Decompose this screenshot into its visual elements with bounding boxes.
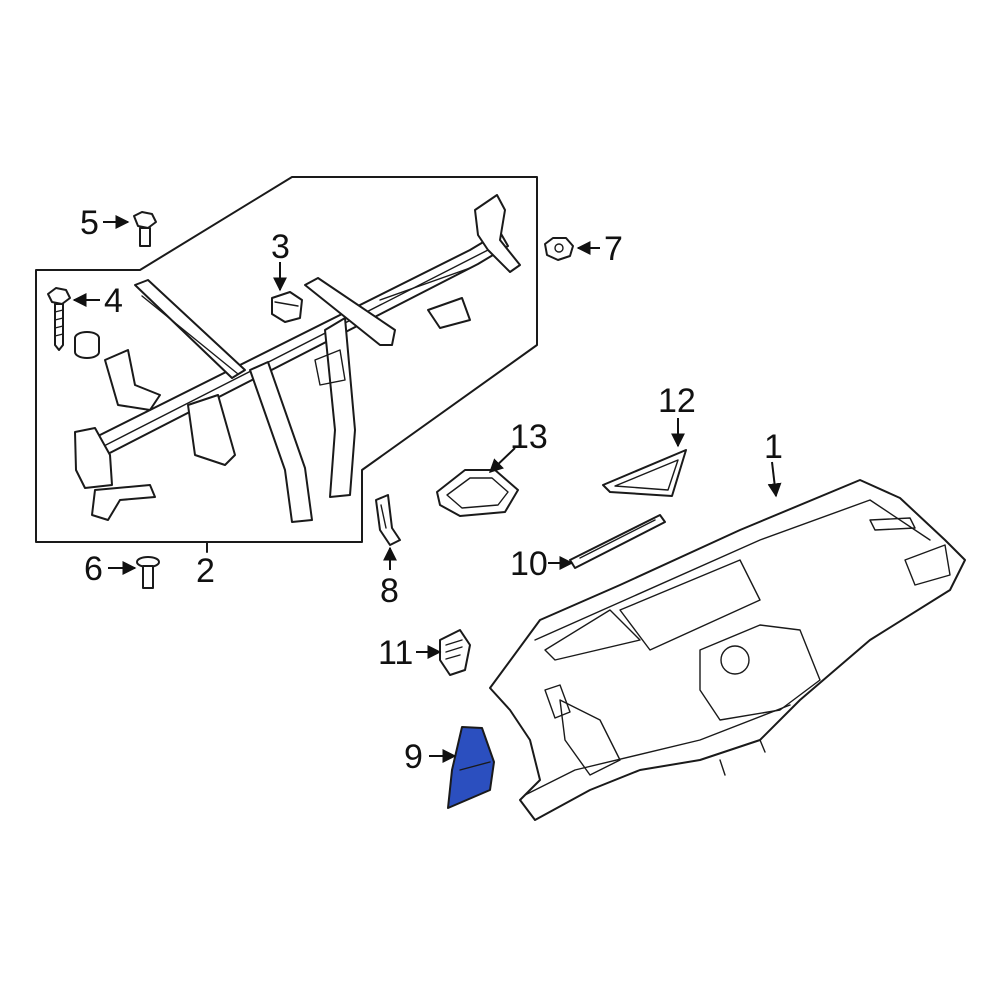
bracket-part-8 xyxy=(375,494,401,546)
callout-2: 2 xyxy=(196,552,215,590)
callout-7: 7 xyxy=(604,230,623,268)
leader-lines xyxy=(72,215,782,763)
callout-5: 5 xyxy=(80,204,99,242)
group-box-outline xyxy=(35,176,538,543)
instrument-panel xyxy=(489,479,966,821)
bushing xyxy=(74,331,100,359)
vent-part-11 xyxy=(439,629,471,676)
trim-part-12 xyxy=(602,449,687,497)
clip-part-3 xyxy=(271,291,303,323)
cover-part-13 xyxy=(436,469,519,517)
callout-8: 8 xyxy=(380,572,399,610)
callout-12: 12 xyxy=(658,382,696,420)
callout-1: 1 xyxy=(764,428,783,466)
bolt-part-5 xyxy=(133,211,157,247)
callout-3: 3 xyxy=(271,228,290,266)
cross-car-beam xyxy=(74,194,521,523)
callout-11: 11 xyxy=(378,634,413,672)
side-trim-part-9-highlighted xyxy=(447,726,495,809)
callout-4: 4 xyxy=(104,282,123,320)
screw-part-6 xyxy=(136,556,160,589)
callout-13: 13 xyxy=(510,418,548,456)
nut-part-7 xyxy=(544,237,574,261)
bolt-part-4 xyxy=(47,287,71,351)
defroster-strip-part-10 xyxy=(569,514,666,569)
callout-6: 6 xyxy=(84,550,103,588)
callout-9: 9 xyxy=(404,738,423,776)
callout-10: 10 xyxy=(510,545,548,583)
